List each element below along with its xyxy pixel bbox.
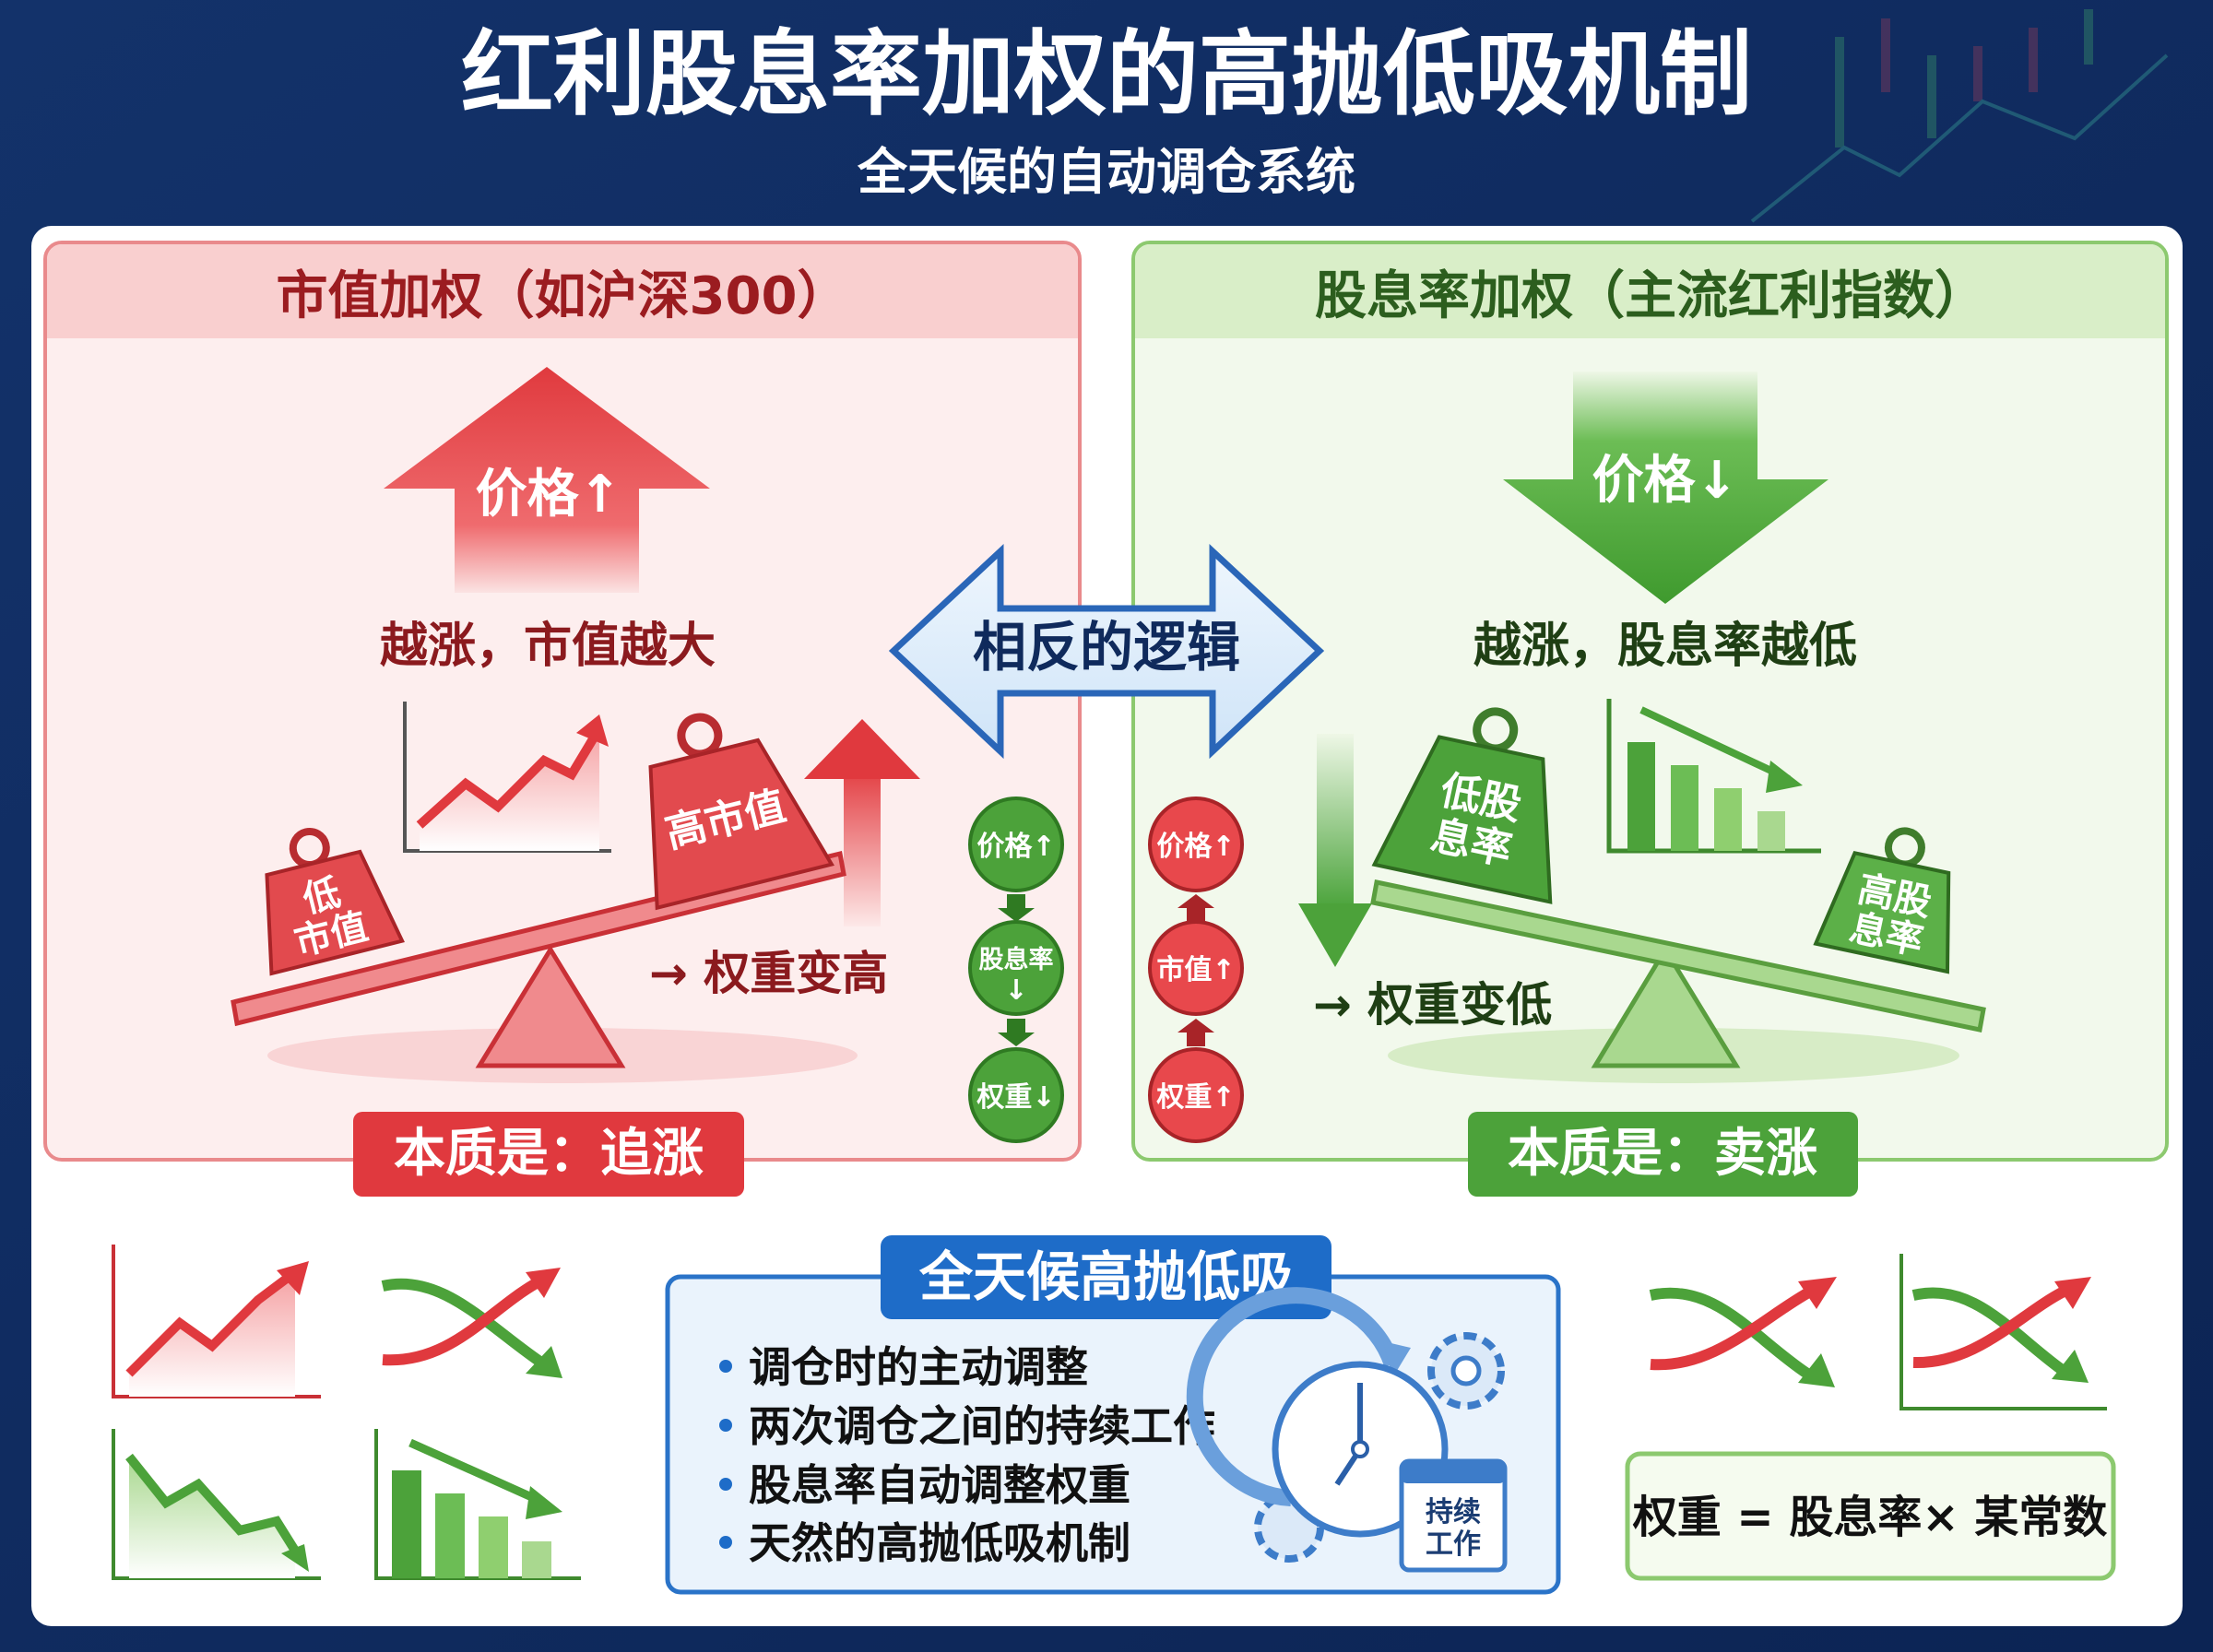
left-panel: 市值加权（如沪深300） 价格↑ 越涨，市值越大 低 市值 xyxy=(43,241,1082,1197)
flow-arrow-down-icon xyxy=(998,894,1035,922)
opposite-logic-label: 相反的逻辑 xyxy=(973,616,1240,678)
bullet-item: 两次调仓之间的持续工作 xyxy=(749,1401,1215,1451)
mini-chart-cross-1 xyxy=(381,1268,562,1378)
bullet-item: 天然的高抛低吸机制 xyxy=(749,1518,1130,1568)
flow-green-price: 价格↑ xyxy=(976,831,1055,863)
flow-green-dividend: 股息率 xyxy=(979,945,1054,974)
all-weather-title: 全天候高抛低吸 xyxy=(918,1245,1294,1308)
flow-arrow-up-icon xyxy=(1178,894,1214,922)
calendar-label-2: 工作 xyxy=(1426,1528,1481,1561)
formula-box xyxy=(1625,1451,2116,1581)
weight-high-market-cap: 高市值 xyxy=(648,713,834,911)
clock-gear-icon: 持续 工作 xyxy=(1186,1287,1508,1573)
opposite-logic-arrow: 相反的逻辑 xyxy=(888,543,1325,760)
rise-arrow-shaft xyxy=(844,765,881,926)
flow-arrow-up-icon xyxy=(1178,1019,1214,1046)
mini-chart-falling xyxy=(112,1429,321,1580)
candlestick-decoration xyxy=(1750,9,2169,223)
left-caption: 越涨，市值越大 xyxy=(380,619,716,674)
left-essence-badge xyxy=(353,1112,744,1197)
left-panel-title: 市值加权（如沪深300） xyxy=(277,266,849,326)
mini-chart-rising xyxy=(112,1245,321,1398)
mini-chart-cross-2 xyxy=(1649,1277,1837,1387)
formula-text: 权重 = 股息率× 某常数 xyxy=(1632,1492,2108,1543)
right-caption: 越涨，股息率越低 xyxy=(1473,619,1857,674)
right-result: → 权重变低 xyxy=(1313,978,1552,1032)
rise-arrow-icon xyxy=(804,719,920,779)
seesaw-left: 低 市值 高市值 xyxy=(231,713,858,1083)
price-down-label: 价格↓ xyxy=(1592,451,1739,511)
right-panel: 股息率加权（主流红利指数） 价格↓ 越涨，股息率越低 低股 息率 xyxy=(1131,241,2169,1197)
left-essence-label: 本质是：追涨 xyxy=(394,1124,704,1184)
weight-low-dividend: 低股 息率 xyxy=(1371,707,1553,904)
price-up-arrow: 价格↑ xyxy=(384,367,710,593)
flow-green-dividend-arrow: ↓ xyxy=(1004,974,1027,1007)
bullet-list: 调仓时的主动调整 两次调仓之间的持续工作 股息率自动调整权重 天然的高抛低吸机制 xyxy=(719,1342,1215,1568)
right-essence-label: 本质是：卖涨 xyxy=(1508,1124,1817,1184)
flow-red-price: 价格↑ xyxy=(1156,831,1235,863)
dividend-flow: 价格↑ 股息率 ↓ 权重↓ xyxy=(968,796,1064,1143)
page-subtitle: 全天候的自动调仓系统 xyxy=(857,143,1355,201)
mini-chart-bars xyxy=(374,1429,581,1580)
flow-red-market-cap: 市值↑ xyxy=(1156,954,1235,986)
bullet-item: 股息率自动调整权重 xyxy=(749,1460,1130,1510)
fall-arrow-shaft xyxy=(1317,734,1354,909)
flow-green-weight: 权重↓ xyxy=(976,1081,1055,1114)
flow-red-weight: 权重↑ xyxy=(1155,1081,1235,1114)
weight-low-market-cap: 低 市值 xyxy=(265,827,405,976)
right-panel-title: 股息率加权（主流红利指数） xyxy=(1315,266,1986,326)
all-weather-box: 全天候高抛低吸 调仓时的主动调整 两次调仓之间的持续工作 股息率自动调整权重 天… xyxy=(665,1235,1561,1595)
right-essence-badge xyxy=(1468,1112,1858,1197)
market-cap-flow: 价格↑ 市值↑ 权重↑ xyxy=(1148,796,1244,1143)
calendar-label-1: 持续 xyxy=(1426,1496,1481,1528)
bullet-item: 调仓时的主动调整 xyxy=(749,1342,1088,1392)
rising-chart-icon xyxy=(403,702,611,853)
left-result: → 权重变高 xyxy=(649,947,888,1000)
price-down-arrow: 价格↓ xyxy=(1503,372,1828,604)
flow-arrow-down-icon xyxy=(998,1019,1035,1046)
seesaw-right: 低股 息率 高股 息率 xyxy=(1370,707,1986,1083)
page-title: 红利股息率加权的高抛低吸机制 xyxy=(461,20,1752,128)
declining-bar-chart-icon xyxy=(1606,699,1821,854)
mini-chart-cross-3 xyxy=(1899,1254,2107,1410)
weight-high-dividend: 高股 息率 xyxy=(1813,827,1951,974)
price-up-label: 价格↑ xyxy=(476,465,622,525)
fall-arrow-icon xyxy=(1298,903,1372,967)
